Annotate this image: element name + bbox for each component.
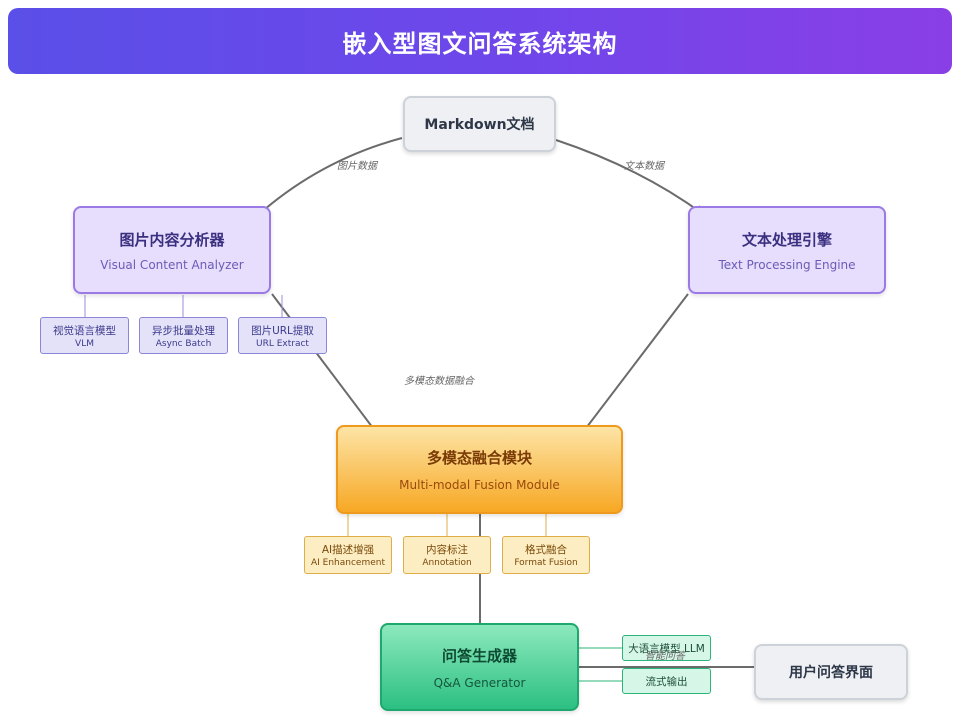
sub-url-en: URL Extract <box>256 338 309 349</box>
sub-streaming: 流式输出 <box>622 668 711 694</box>
sub-llm-zh: 大语言模型 LLM <box>628 642 705 655</box>
sub-async-batch: 异步批量处理 Async Batch <box>139 317 228 354</box>
node-qa-subtitle: Q&A Generator <box>433 675 526 690</box>
edge-label-smart-qa: 智能问答 <box>645 651 685 662</box>
sub-ai-enhancement: AI描述增强 AI Enhancement <box>304 536 392 574</box>
edge-markdown-to-text <box>555 139 705 216</box>
sub-url-extract: 图片URL提取 URL Extract <box>238 317 327 354</box>
node-text-subtitle: Text Processing Engine <box>718 257 856 272</box>
sub-vlm: 视觉语言模型 VLM <box>40 317 129 354</box>
sub-format-zh: 格式融合 <box>525 544 567 556</box>
edge-visual-to-fusion <box>271 293 384 442</box>
page-title: 嵌入型图文问答系统架构 <box>342 29 618 58</box>
edge-label-multimodal: 多模态数据融合 <box>404 376 474 387</box>
node-user-ui: 用户问答界面 <box>754 644 908 700</box>
node-fusion-title: 多模态融合模块 <box>426 449 532 467</box>
sub-annotation: 内容标注 Annotation <box>403 536 491 574</box>
edge-label-image-data: 图片数据 <box>337 161 377 172</box>
sub-ai-en: AI Enhancement <box>310 558 385 568</box>
sub-async-en: Async Batch <box>155 338 212 349</box>
sub-url-zh: 图片URL提取 <box>251 324 314 337</box>
title-banner: 嵌入型图文问答系统架构 <box>8 8 952 74</box>
node-fusion: 多模态融合模块 Multi-modal Fusion Module <box>336 425 623 514</box>
sub-streaming-zh: 流式输出 <box>645 675 688 688</box>
edge-markdown-to-visual <box>255 137 403 218</box>
sub-llm: 大语言模型 LLM <box>622 635 711 661</box>
node-qa-title: 问答生成器 <box>441 646 517 665</box>
node-markdown-title: Markdown文档 <box>424 117 535 133</box>
node-ui-title: 用户问答界面 <box>789 665 873 681</box>
node-markdown: Markdown文档 <box>403 96 556 152</box>
sub-vlm-zh: 视觉语言模型 <box>53 324 116 337</box>
sub-annotation-zh: 内容标注 <box>426 544 468 556</box>
node-qa-generator: 问答生成器 Q&A Generator <box>380 623 579 711</box>
sub-ai-zh: AI描述增强 <box>321 544 375 556</box>
node-text-engine: 文本处理引擎 Text Processing Engine <box>688 206 886 294</box>
sub-async-zh: 异步批量处理 <box>152 324 215 337</box>
node-visual-analyzer: 图片内容分析器 Visual Content Analyzer <box>73 206 271 294</box>
node-visual-subtitle: Visual Content Analyzer <box>100 257 244 272</box>
node-fusion-subtitle: Multi-modal Fusion Module <box>399 478 560 492</box>
edge-label-text-data: 文本数据 <box>624 161 664 172</box>
node-visual-title: 图片内容分析器 <box>119 230 225 249</box>
sub-annotation-en: Annotation <box>422 558 472 568</box>
sub-vlm-en: VLM <box>75 338 94 349</box>
sub-format-en: Format Fusion <box>514 558 578 568</box>
node-text-title: 文本处理引擎 <box>741 230 832 249</box>
sub-format-fusion: 格式融合 Format Fusion <box>502 536 590 574</box>
edge-text-to-fusion <box>575 293 689 442</box>
